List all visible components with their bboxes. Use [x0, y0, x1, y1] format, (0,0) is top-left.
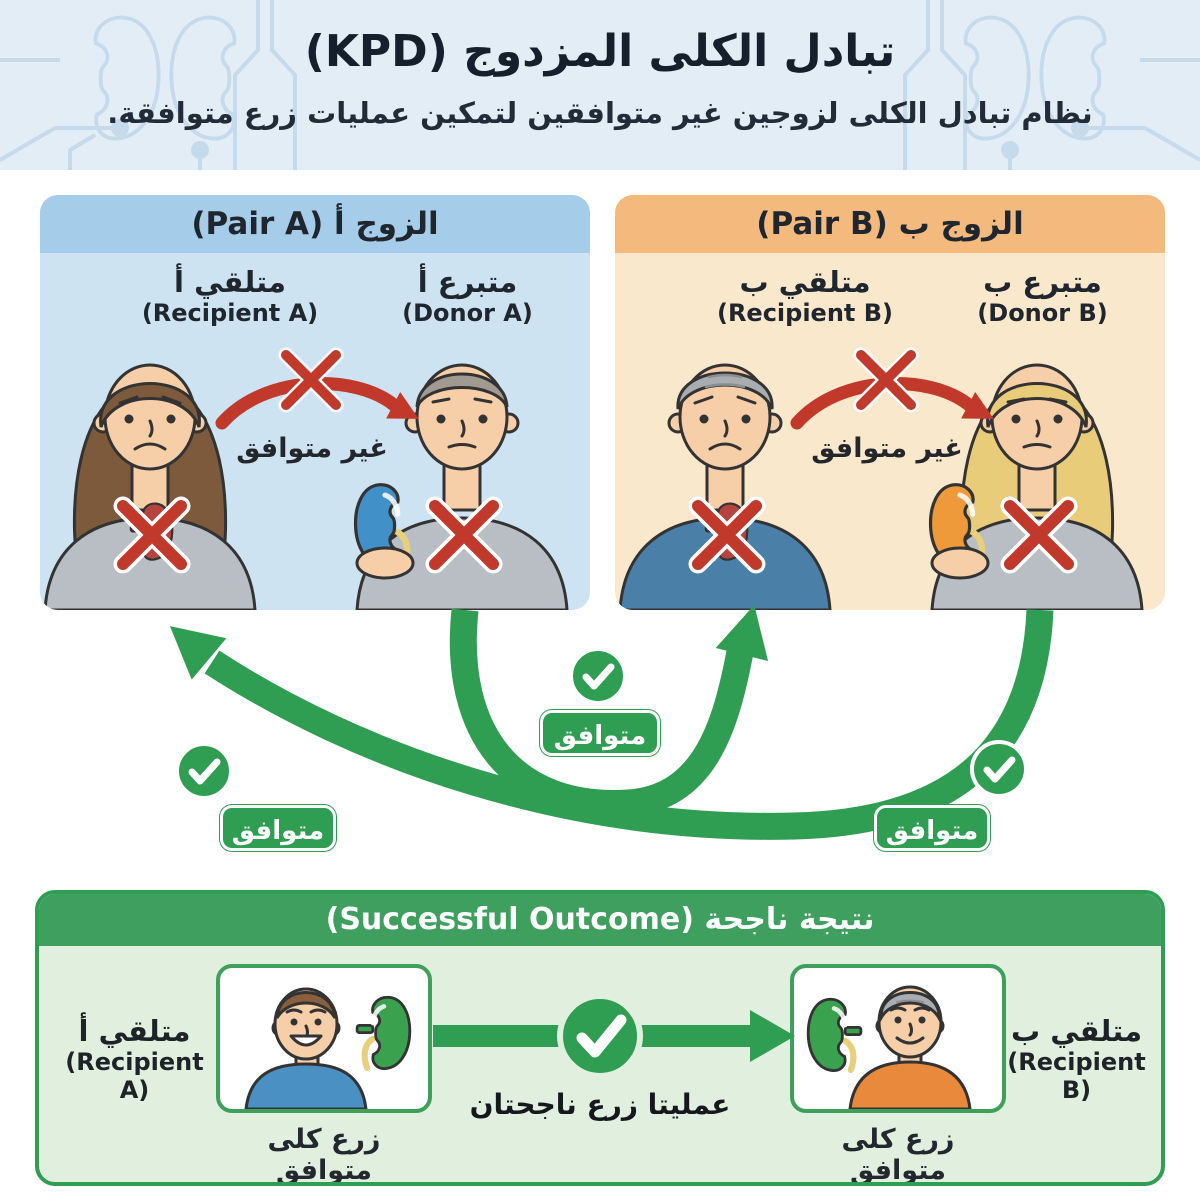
pair-b-recipient-label-ar: متلقي ب — [739, 265, 871, 299]
recipient-b-illustration — [618, 363, 832, 610]
pair-a-title: الزوج أ (Pair A) — [40, 195, 590, 253]
outcome-card-recipient-b — [790, 964, 1006, 1113]
incompatible-arrow-a — [215, 347, 419, 430]
cross-icon — [278, 347, 344, 413]
outcome-caption-center: عمليتا زرع ناجحتان — [469, 1088, 731, 1121]
donor-a-illustration — [353, 363, 569, 610]
cross-icon — [113, 496, 191, 574]
kidney-icon — [806, 997, 863, 1074]
kidney-icon — [355, 995, 412, 1072]
outcome-recipient-b-label-ar: متلقي ب — [1010, 1014, 1143, 1048]
compatible-badge-left: متوافق — [220, 805, 336, 851]
kidney-circuit-decoration-right — [903, 0, 1200, 170]
pair-b-recipient-label-en: (Recipient B) — [716, 299, 894, 327]
outcome-recipient-a-label-en: (Recipient A) — [65, 1048, 204, 1104]
outcome-recipient-a-label: متلقي أ (Recipient A) — [47, 1014, 222, 1104]
header-band: تبادل الكلى المزدوج (KPD) نظام تبادل الك… — [0, 0, 1200, 170]
pair-a-panel: الزوج أ (Pair A) متلقي أ (Recipient A) م… — [40, 195, 590, 610]
check-icon — [557, 993, 643, 1079]
pair-a-donor-label-en: (Donor A) — [402, 299, 533, 327]
pair-a-recipient-label-ar: متلقي أ — [174, 265, 286, 299]
pair-a-incompatible-label: غير متوافق — [236, 433, 388, 464]
page-title: تبادل الكلى المزدوج (KPD) — [304, 26, 896, 77]
pair-a-donor-label-ar: متبرع أ — [417, 265, 518, 299]
kidney-circuit-decoration-left — [0, 0, 297, 170]
outcome-recipient-b-label: متلقي ب (Recipient B) — [989, 1014, 1161, 1104]
pair-b-donor-label-ar: متبرع ب — [983, 265, 1102, 299]
cross-icon — [688, 496, 766, 574]
cross-icon — [425, 496, 503, 574]
pair-a-donor-label: متبرع أ (Donor A) — [360, 265, 575, 327]
pair-b-title: الزوج ب (Pair B) — [615, 195, 1165, 253]
check-icon — [970, 740, 1028, 798]
outcome-recipient-b-label-en: (Recipient B) — [1007, 1048, 1146, 1104]
curved-arrow-donor-a-to-recipient-b — [449, 605, 769, 817]
compatible-badge-center: متوافق — [540, 710, 660, 756]
check-icon — [569, 647, 627, 705]
outcome-title: نتيجة ناجحة (Successful Outcome) — [39, 894, 1161, 946]
check-icon — [175, 742, 233, 800]
pair-b-incompatible-label: غير متوافق — [811, 433, 963, 464]
incompatible-arrow-b — [790, 347, 994, 430]
pair-b-donor-label-en: (Donor B) — [977, 299, 1108, 327]
pair-a-recipient-label: متلقي أ (Recipient A) — [110, 265, 350, 327]
cross-icon — [853, 347, 919, 413]
pair-a-recipient-label-en: (Recipient A) — [141, 299, 319, 327]
recipient-a-illustration — [43, 363, 257, 610]
outcome-recipient-a-label-ar: متلقي أ — [78, 1014, 191, 1048]
pair-b-panel: الزوج ب (Pair B) متلقي ب (Recipient B) م… — [615, 195, 1165, 610]
pair-b-recipient-label: متلقي ب (Recipient B) — [685, 265, 925, 327]
outcome-card-recipient-a — [216, 964, 432, 1113]
kidney-icon — [353, 483, 411, 569]
curved-arrow-donor-b-to-recipient-a — [169, 609, 1054, 840]
happy-recipient-b-illustration — [806, 985, 972, 1111]
outcome-caption-a: زرع كلى متوافق — [267, 1124, 381, 1186]
page-subtitle: نظام تبادل الكلى لزوجين غير متوافقين لتم… — [107, 96, 1093, 130]
pair-b-donor-label: متبرع ب (Donor B) — [935, 265, 1150, 327]
success-arrow — [433, 993, 795, 1079]
cross-icon — [1000, 496, 1078, 574]
outcome-caption-b: زرع كلى متوافق — [841, 1124, 955, 1186]
donor-b-illustration — [928, 363, 1144, 610]
exchange-arrows — [169, 605, 1054, 840]
compatible-badge-right: متوافق — [874, 805, 990, 851]
happy-recipient-a-illustration — [244, 987, 412, 1111]
